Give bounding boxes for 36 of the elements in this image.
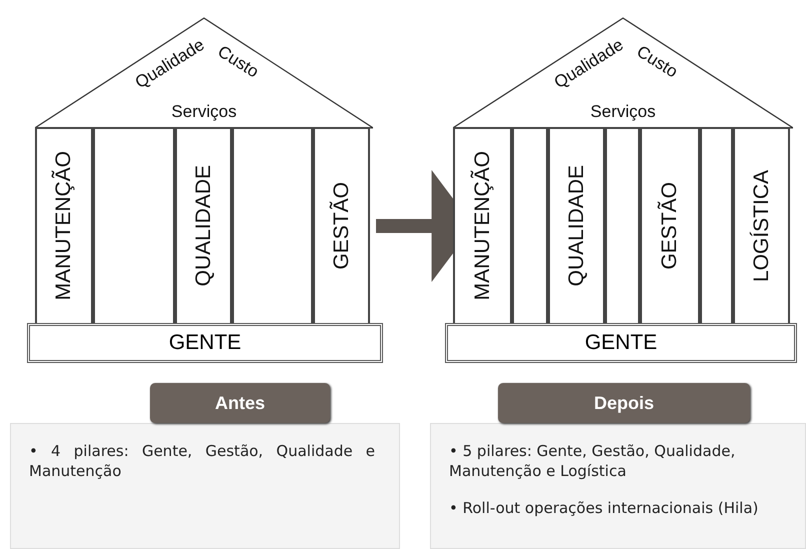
pillar-label: GESTÃO — [658, 182, 682, 270]
pillar — [313, 127, 370, 325]
pillar — [733, 127, 790, 325]
pillar — [453, 127, 512, 325]
base-label: GENTE — [584, 331, 658, 355]
pillar-label: LOGÍSTICA — [750, 170, 774, 282]
text-panel — [430, 423, 806, 549]
header-banner — [498, 383, 750, 423]
bullet-text: • 5 pilares: Gente, Gestão, Qualidade, Manutenção e Logística — [449, 442, 736, 481]
pillar — [512, 127, 548, 325]
base-label: GENTE — [168, 331, 242, 355]
base-slab — [27, 323, 383, 363]
text-panel — [10, 423, 400, 549]
pillar — [548, 127, 605, 325]
header-title: Antes — [214, 392, 265, 414]
pillar — [232, 127, 313, 325]
pillar — [35, 127, 93, 325]
bullet-text: • Roll-out operações internacionais (Hila) — [449, 499, 760, 518]
pillar-label: MANUTENÇÃO — [470, 151, 494, 301]
roof-label: Serviços — [171, 102, 237, 122]
pillar — [700, 127, 733, 325]
pillar-label: GESTÃO — [330, 182, 354, 270]
header-banner — [150, 383, 330, 423]
pillar-label: QUALIDADE — [192, 165, 216, 287]
pillar — [93, 127, 175, 325]
pillar-label: MANUTENÇÃO — [52, 151, 76, 301]
pillar — [640, 127, 700, 325]
roof-triangle — [35, 17, 373, 129]
roof-triangle — [453, 17, 793, 129]
roof-label: Serviços — [590, 102, 656, 122]
pillar — [175, 127, 232, 325]
base-slab — [445, 323, 797, 363]
pillar — [605, 127, 640, 325]
bullet-text: • 4 pilares: Gente, Gestão, Qualidade e Manutenção — [29, 442, 375, 481]
pillar-label: QUALIDADE — [564, 165, 588, 287]
header-title: Depois — [594, 392, 654, 414]
